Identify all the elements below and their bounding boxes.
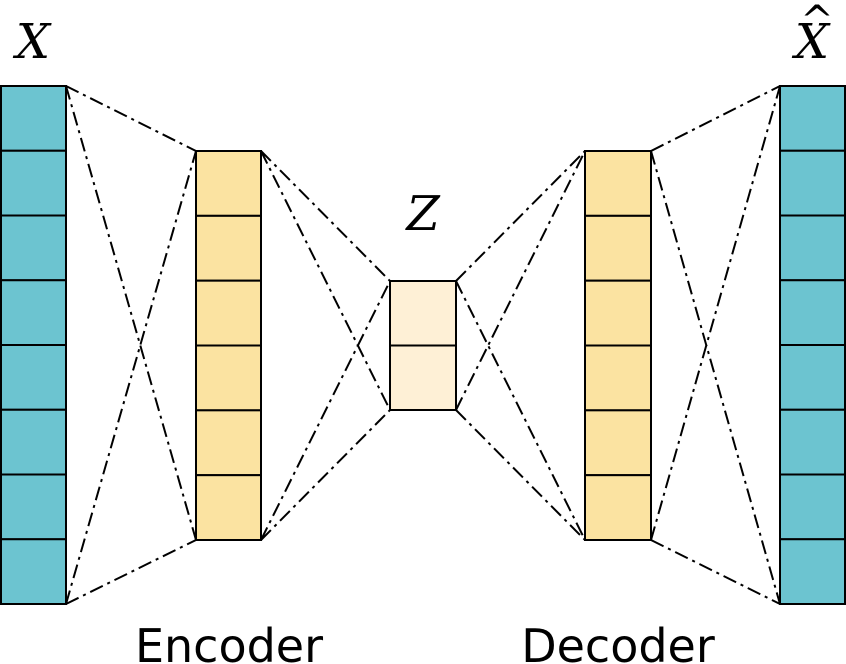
output-cell (779, 408, 846, 476)
output-cell (779, 85, 846, 152)
encoder-caption: Encoder (135, 619, 323, 664)
connection-latent-decoder-cross1 (455, 280, 586, 541)
connection-input-encoder-cross1 (65, 85, 197, 541)
connection-encoder-latent-cross2 (260, 280, 391, 541)
encoder-hidden-cell (195, 150, 262, 217)
encoder-hidden-cell (195, 474, 262, 542)
input-cell (0, 473, 67, 541)
output-cell (779, 473, 846, 541)
input-label: X (12, 14, 52, 70)
input-cell (0, 149, 67, 217)
decoder-hidden-layer (584, 150, 652, 542)
decoder-hidden-cell (584, 150, 652, 217)
output-label: X (791, 14, 831, 70)
connection-decoder-output-cross1 (650, 150, 781, 605)
connection-decoder-output-cross2 (650, 85, 781, 541)
output-layer (779, 85, 846, 605)
connection-input-encoder-bottom (65, 539, 197, 605)
latent-cell (389, 344, 457, 411)
connection-decoder-output-top (650, 85, 781, 152)
encoder-hidden-layer (195, 150, 262, 542)
connection-latent-decoder-bottom (455, 409, 586, 541)
connection-latent-decoder-top (455, 150, 586, 282)
output-cell (779, 538, 846, 605)
decoder-hidden-cell (584, 214, 652, 282)
decoder-hidden-cell (584, 344, 652, 412)
connection-latent-decoder-cross2 (455, 150, 586, 411)
output-cell (779, 214, 846, 282)
connection-encoder-latent-bottom (260, 409, 391, 541)
connection-input-encoder-cross2 (65, 150, 197, 605)
output-hat-accent: ^ (800, 0, 834, 44)
connection-encoder-latent-top (260, 150, 391, 282)
latent-layer (389, 280, 457, 411)
decoder-hidden-cell (584, 474, 652, 542)
connection-decoder-output-bottom (650, 539, 781, 605)
encoder-hidden-cell (195, 214, 262, 282)
output-cell (779, 344, 846, 411)
input-layer (0, 85, 67, 605)
latent-label: Z (404, 186, 441, 242)
connection-input-encoder-top (65, 85, 197, 152)
decoder-hidden-cell (584, 279, 652, 347)
output-cell (779, 279, 846, 346)
input-cell (0, 344, 67, 411)
encoder-hidden-cell (195, 344, 262, 412)
encoder-hidden-cell (195, 279, 262, 347)
input-cell (0, 85, 67, 152)
output-cell (779, 149, 846, 217)
input-cell (0, 408, 67, 476)
latent-cell (389, 280, 457, 347)
input-cell (0, 279, 67, 346)
input-cell (0, 214, 67, 282)
decoder-caption: Decoder (521, 619, 715, 664)
input-cell (0, 538, 67, 605)
connection-encoder-latent-cross1 (260, 150, 391, 411)
decoder-hidden-cell (584, 409, 652, 477)
encoder-hidden-cell (195, 409, 262, 477)
connections (65, 85, 781, 605)
